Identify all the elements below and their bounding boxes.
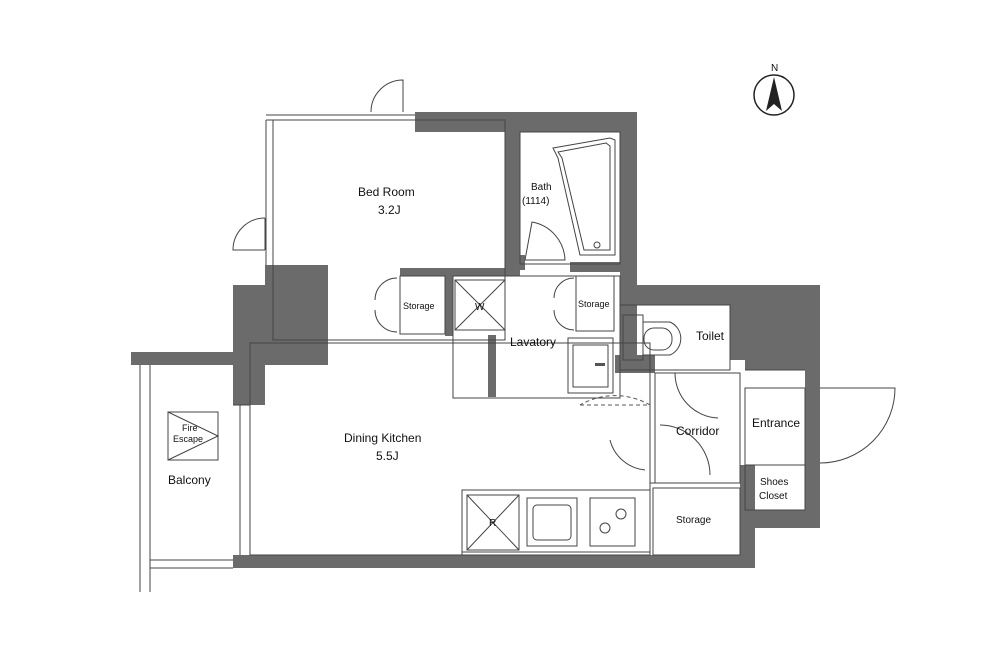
bedroom-name: Bed Room (358, 185, 415, 199)
storage-main-label: Storage (676, 515, 711, 526)
dining-name: Dining Kitchen (344, 431, 421, 445)
storage-bed-label: Storage (403, 301, 435, 311)
shoes-closet-line2: Closet (759, 491, 788, 502)
bath-code: (1114) (522, 196, 549, 207)
shoes-closet-line1: Shoes (760, 477, 788, 488)
fire-escape-line1: Fire (182, 423, 198, 433)
door-swings (232, 79, 896, 476)
entrance-label: Entrance (752, 416, 800, 430)
compass-north-label: N (771, 63, 778, 74)
bath-name: Bath (531, 182, 552, 193)
fridge-label: R (489, 518, 496, 529)
toilet-label: Toilet (696, 329, 725, 343)
washer-label: W (475, 302, 485, 313)
north-compass-icon (753, 74, 795, 116)
interior-lines (139, 114, 806, 592)
balcony-label: Balcony (168, 473, 211, 487)
walls (131, 112, 820, 568)
storage-lav-label: Storage (578, 299, 610, 309)
fire-escape-line2: Escape (173, 434, 203, 444)
lavatory-label: Lavatory (510, 335, 556, 349)
dining-size: 5.5J (376, 449, 399, 463)
corridor-label: Corridor (676, 424, 719, 438)
bedroom-size: 3.2J (378, 203, 401, 217)
